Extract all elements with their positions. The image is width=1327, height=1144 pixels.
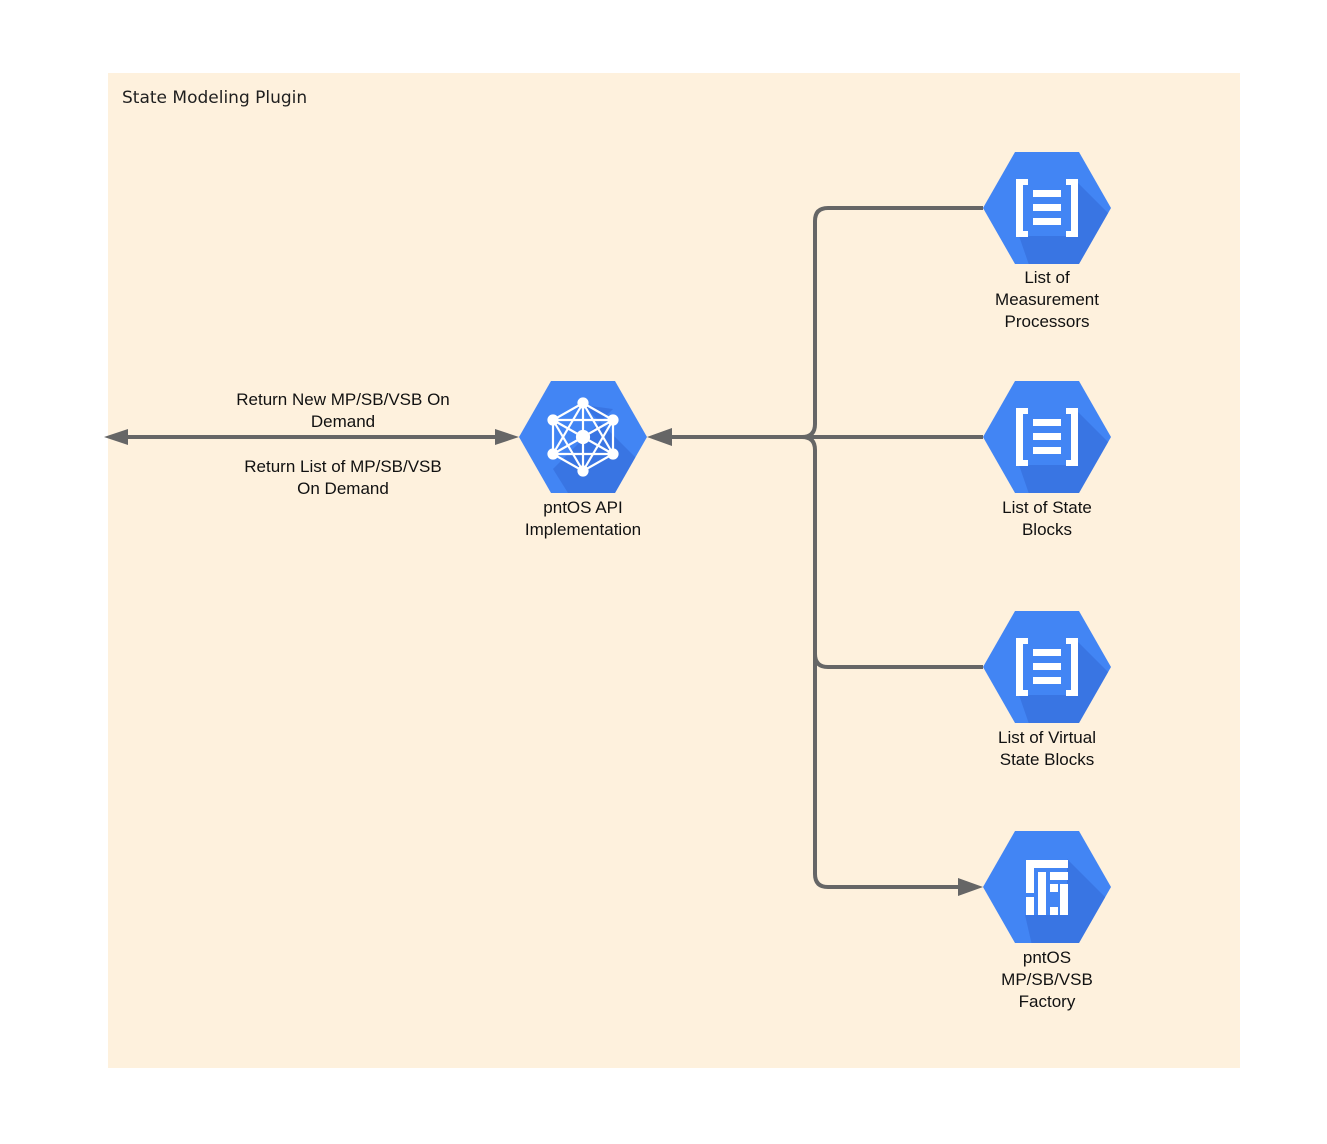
network-mesh-icon: [547, 397, 619, 477]
mp-node-label: List of Measurement Processors: [995, 268, 1099, 331]
sb-node-label: List of State Blocks: [1002, 498, 1092, 539]
arrow-to-api-head: [647, 428, 672, 446]
factory-blocks-icon: [1026, 860, 1068, 915]
arrow-left-head: [104, 429, 128, 445]
connector-factory: [813, 450, 962, 889]
vsb-node-label: List of Virtual State Blocks: [998, 728, 1096, 769]
arrow-to-factory-head: [958, 878, 983, 896]
list-brackets-icon: [1016, 179, 1078, 237]
connector-mp: [668, 206, 983, 439]
edge-label-return-new: Return New MP/SB/VSB On Demand: [236, 390, 450, 431]
container-title: State Modeling Plugin: [122, 88, 308, 108]
factory-node-label: pntOS MP/SB/VSB Factory: [1001, 948, 1093, 1011]
connector-vsb: [668, 435, 983, 669]
api-node-label: pntOS API Implementation: [524, 498, 642, 539]
arrow-right-head: [495, 429, 519, 445]
edge-label-return-list: Return List of MP/SB/VSB On Demand: [244, 457, 442, 498]
list-brackets-icon: [1016, 408, 1078, 466]
list-brackets-icon: [1016, 638, 1078, 696]
connectors: [104, 206, 983, 896]
